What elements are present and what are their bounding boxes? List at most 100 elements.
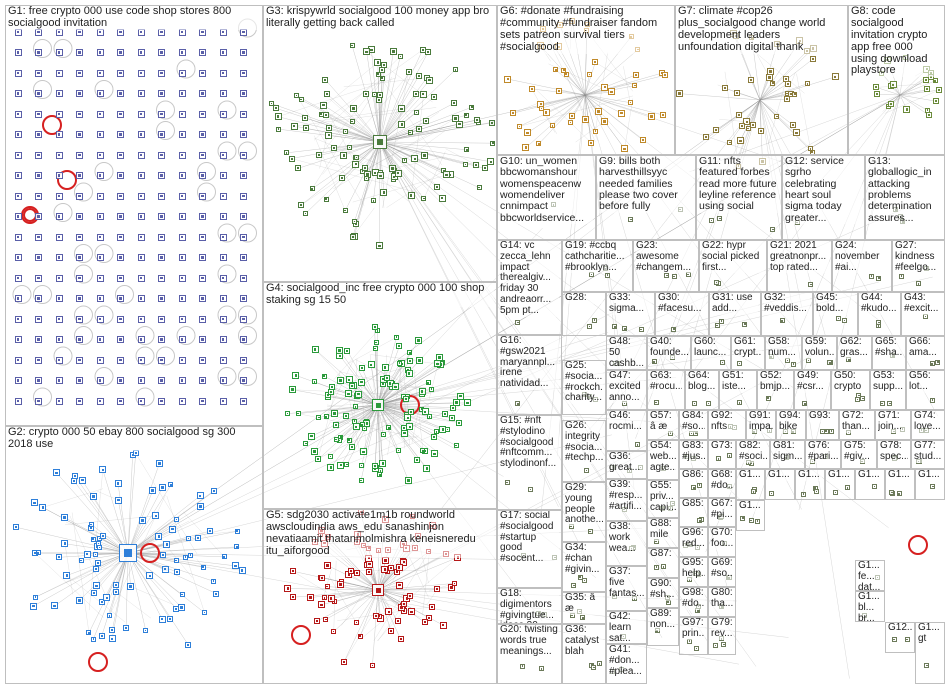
group-label: G16: #gsw2021 maryannpl... irene nativid… — [500, 336, 559, 390]
group-panel-g74: G74: love... — [911, 410, 945, 440]
group-panel-g1x1: G1... — [736, 469, 765, 500]
group-label: G90: #sh... — [650, 579, 676, 601]
group-label: G30: #facesu... — [658, 293, 706, 315]
group-label: G64: blog... — [688, 371, 716, 393]
group-panel-g26: G26: integrity #socia... #techp... — [562, 420, 606, 482]
group-panel-g16: G16: #gsw2021 maryannpl... irene nativid… — [497, 335, 562, 415]
group-label: G62: gras... — [840, 337, 869, 359]
group-label: G45: bold... — [816, 293, 855, 315]
group-label: G54: web... agte... — [650, 441, 676, 473]
group-label: G80: tha... — [711, 588, 733, 610]
group-panel-g22: G22: hypr social picked first... — [699, 240, 767, 292]
group-panel-g9: G9: bills both harvesthillsyyc needed fa… — [596, 155, 696, 240]
group-label: G84: #so... — [682, 411, 705, 433]
group-panel-g60: G60: launc... — [691, 336, 731, 370]
group-panel-g37: G37: five fantas... — [606, 566, 647, 611]
group-label: G61: crypt... — [734, 337, 762, 359]
group-label: G69: #so... — [711, 558, 733, 580]
group-label: G34: #chan #givin... — [565, 543, 603, 575]
group-label: G8: code socialgood invitation crypto ap… — [851, 6, 942, 77]
group-label: G9: bills both harvesthillsyyc needed fa… — [599, 156, 693, 213]
group-label: G50: crypto — [834, 371, 867, 393]
group-panel-g36: G36: great... — [606, 451, 647, 479]
group-panel-g38: G38: work wea... — [606, 521, 647, 566]
group-label: G38: work wea... — [609, 522, 644, 554]
group-panel-g90: G90: #sh... — [647, 578, 679, 608]
group-panel-g32: G32: #veddis... — [761, 292, 813, 336]
group-label: G1... — [888, 470, 912, 481]
group-panel-g33: G33: sigma... — [606, 292, 655, 336]
group-label: G83: #jus... — [682, 441, 705, 463]
group-label: G82: #soci... — [739, 441, 767, 463]
group-panel-g1x2: G1... — [765, 469, 795, 500]
group-panel-g50: G50: crypto — [831, 370, 870, 410]
group-panel-g96: G96: red... — [679, 527, 708, 557]
group-panel-g2: G2: crypto 000 50 ebay 800 socialgood sg… — [5, 426, 263, 684]
group-panel-g61: G61: crypt... — [731, 336, 765, 370]
group-panel-g1x11: G1... gt — [915, 622, 945, 684]
group-panel-g44: G44: #kudo... — [858, 292, 901, 336]
group-label: G18: digimentors #givingtue... ideas 30.… — [500, 589, 559, 624]
group-label: G22: hypr social picked first... — [702, 241, 764, 273]
group-panel-g68: G68: #do... — [708, 469, 736, 498]
group-label: G12... — [888, 623, 912, 634]
group-panel-g1x8: G1... — [736, 500, 765, 531]
group-panel-g4: G4: socialgood_inc free crypto 000 100 s… — [263, 282, 497, 509]
group-label: G87: — [650, 549, 676, 560]
group-label: G98: #do... — [682, 588, 705, 610]
group-label: G29: young people anothe... — [565, 483, 603, 526]
group-label: G71: join... — [878, 411, 908, 433]
group-label: G36: catalyst blah — [565, 625, 603, 657]
group-label: G10: un_women bbcwomanshour womenspeacen… — [500, 156, 593, 224]
group-panel-g43: G43: #excit... — [901, 292, 945, 336]
group-panel-g79: G79: rev... — [708, 617, 736, 655]
group-panel-g14: G14: vc zecca_lehn impact therealgiv... … — [497, 240, 562, 335]
group-panel-g45: G45: bold... — [813, 292, 858, 336]
group-panel-g57: G57: â æ — [647, 410, 679, 440]
group-label: G56: lot... — [909, 371, 942, 393]
group-label: G24: november #ai... — [835, 241, 889, 273]
group-panel-g56: G56: lot... — [906, 370, 945, 410]
group-panel-g49: G49: #csr... — [794, 370, 831, 410]
group-panel-g87: G87: — [647, 548, 679, 578]
group-panel-g18: G18: digimentors #givingtue... ideas 30.… — [497, 588, 562, 624]
group-label: G59: volun... — [805, 337, 834, 359]
group-panel-g40: G40: founde... — [647, 336, 691, 370]
group-label: G89: non... — [650, 609, 676, 631]
group-panel-g82: G82: #soci... — [736, 440, 770, 469]
group-panel-g92: G92: nfts — [708, 410, 746, 440]
group-label: G76: #pari... — [808, 441, 838, 463]
group-label: G32: #veddis... — [764, 293, 810, 315]
group-label: G93: — [809, 411, 836, 422]
group-label: G43: #excit... — [904, 293, 942, 315]
group-label: G44: #kudo... — [861, 293, 898, 315]
group-panel-g30: G30: #facesu... — [655, 292, 709, 336]
group-label: G1... — [918, 470, 942, 481]
group-label: G1: free crypto 000 use code shop stores… — [8, 6, 260, 30]
group-panel-g46: G46: rocmi... — [606, 410, 647, 451]
group-panel-g67: G67: #pi... — [708, 498, 736, 527]
group-label: G58: num... — [768, 337, 799, 359]
group-panel-g10: G10: un_women bbcwomanshour womenspeacen… — [497, 155, 596, 240]
group-panel-g52: G52: bmjp... — [757, 370, 794, 410]
group-panel-g20: G20: twisting words true meanings... — [497, 624, 562, 684]
group-label: G95: help... — [682, 558, 705, 580]
group-label: G1... — [739, 501, 762, 512]
group-label: G15: #nft #stylodino #socialgood #nftcom… — [500, 416, 559, 470]
group-label: G49: #csr... — [797, 371, 828, 393]
group-panel-g78: G78: spec... — [877, 440, 911, 469]
group-label: G92: nfts — [711, 411, 743, 433]
group-panel-g6: G6: #donate #fundraising #community #fun… — [497, 5, 675, 155]
group-panel-g1x3: G1... — [795, 469, 825, 500]
group-label: G33: sigma... — [609, 293, 652, 315]
group-label: G60: launc... — [694, 337, 728, 359]
group-panel-g71: G71: join... — [875, 410, 911, 440]
group-panel-g70: G70: foo... — [708, 527, 736, 557]
group-label: G94: bike — [779, 411, 803, 433]
group-panel-g81: G81: sigm... — [770, 440, 805, 469]
group-panel-g62: G62: gras... — [837, 336, 872, 370]
group-label: G75: #giv... — [844, 441, 874, 463]
group-panel-g41: G41: #don... #plea... — [606, 644, 647, 684]
group-label: G63: #rocu... — [650, 371, 682, 393]
group-label: G48: 50 cashb... — [609, 337, 644, 369]
